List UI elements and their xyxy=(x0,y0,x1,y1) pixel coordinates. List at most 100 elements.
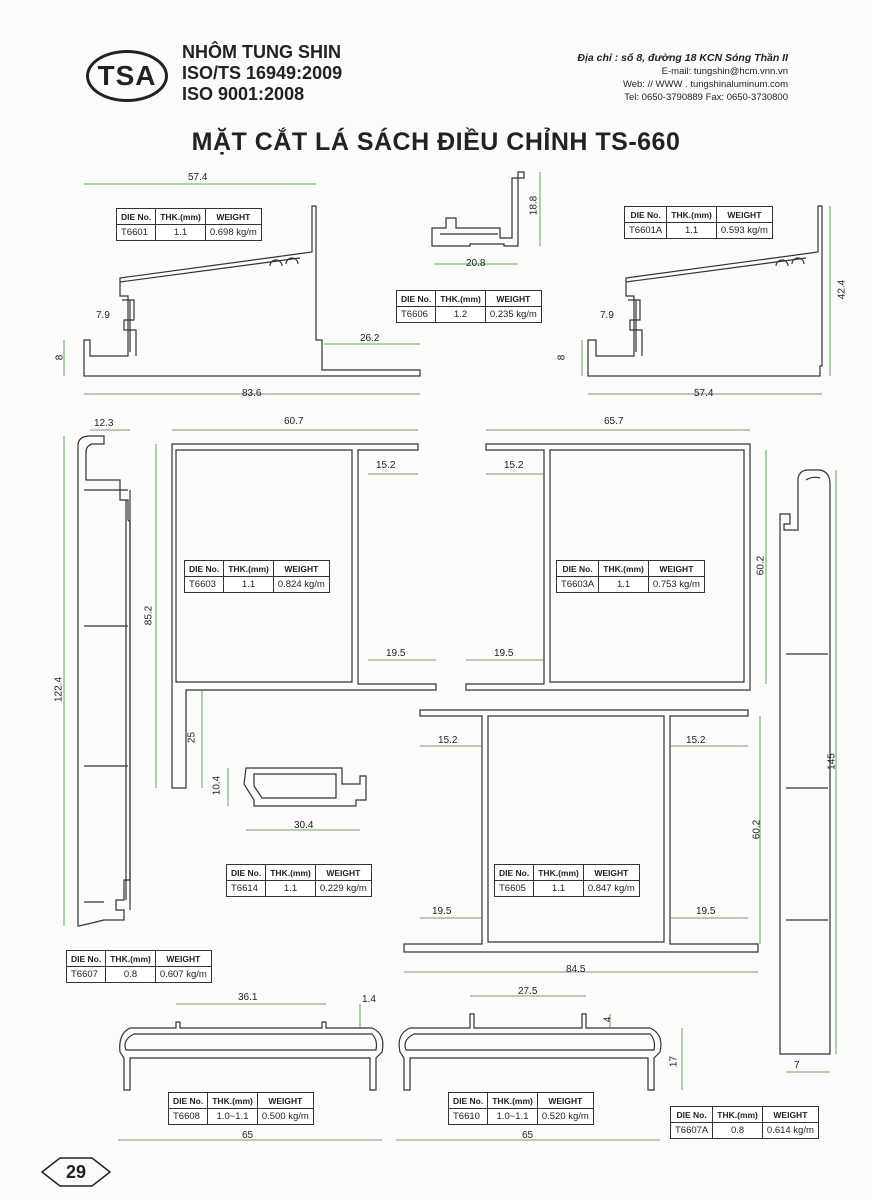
header-thk: THK.(mm) xyxy=(155,208,206,225)
dim-label: 57.4 xyxy=(694,388,714,399)
dim-label: 60.7 xyxy=(284,416,304,427)
header-thk: THK.(mm) xyxy=(487,1092,538,1109)
header-thk: THK.(mm) xyxy=(598,560,649,577)
header-weight: WEIGHT xyxy=(715,206,773,223)
header-die: DIE No. xyxy=(447,1092,489,1109)
logo-text: TSA xyxy=(97,60,157,91)
dim-label: 12.3 xyxy=(94,418,114,429)
dim-label: 65.7 xyxy=(604,416,624,427)
dim-label: 4 xyxy=(602,1016,614,1023)
dim-label: 1.4 xyxy=(362,994,376,1005)
brand-block: NHÔM TUNG SHIN ISO/TS 16949:2009 ISO 900… xyxy=(182,42,342,105)
header-thk: THK.(mm) xyxy=(105,950,156,967)
thk: 1.1 xyxy=(265,880,316,897)
header-thk: THK.(mm) xyxy=(207,1092,258,1109)
dim-label: 83.6 xyxy=(242,388,262,399)
weight: 0.500 kg/m xyxy=(256,1108,314,1125)
die-no: T6603A xyxy=(555,576,600,593)
page-number-diamond-icon xyxy=(40,1157,112,1187)
dim-label: 20.8 xyxy=(466,258,486,269)
thk: 0.8 xyxy=(712,1122,763,1139)
weight: 0.593 kg/m xyxy=(715,222,773,239)
page-number: 29 xyxy=(65,1162,87,1182)
phone-fax: Tel: 0650-3790889 Fax: 0650-3730800 xyxy=(624,92,788,103)
header-die: DIE No. xyxy=(65,950,107,967)
header-thk: THK.(mm) xyxy=(265,864,316,881)
profile-t6603a-drawing xyxy=(465,443,751,691)
header-die: DIE No. xyxy=(555,560,600,577)
website: Web: // WWW . tungshinaluminum.com xyxy=(622,79,788,90)
header-die: DIE No. xyxy=(115,208,157,225)
dim-label: 65 xyxy=(242,1130,254,1141)
profile-t6605-drawing xyxy=(403,709,759,953)
dim-label: 145 xyxy=(826,753,838,770)
die-no: T6608 xyxy=(167,1108,209,1125)
thk: 1.1 xyxy=(223,576,274,593)
header-weight: WEIGHT xyxy=(314,864,372,881)
header-weight: WEIGHT xyxy=(536,1092,594,1109)
page-number-badge: 29 xyxy=(40,1156,112,1188)
profile-t6608-drawing xyxy=(119,1021,384,1091)
weight: 0.698 kg/m xyxy=(204,224,262,241)
die-no: T6607A xyxy=(669,1122,714,1139)
header-thk: THK.(mm) xyxy=(435,290,486,307)
dim-label: 19.5 xyxy=(696,906,716,917)
die-no: T6606 xyxy=(395,306,437,323)
dim-label: 84.5 xyxy=(566,964,586,975)
weight: 0.614 kg/m xyxy=(761,1122,819,1139)
company-name: NHÔM TUNG SHIN xyxy=(182,42,341,62)
thk: 1.1 xyxy=(155,224,206,241)
dim-label: 57.4 xyxy=(188,172,208,183)
profile-t6607a-drawing xyxy=(779,469,831,1055)
dim-label: 60.2 xyxy=(755,555,767,576)
profile-t6601-drawing xyxy=(83,205,421,377)
header-die: DIE No. xyxy=(395,290,437,307)
header-die: DIE No. xyxy=(167,1092,209,1109)
die-no: T6605 xyxy=(493,880,535,897)
profile-t6610-drawing xyxy=(398,1013,662,1091)
profile-t6607-drawing xyxy=(77,435,131,927)
die-no: T6610 xyxy=(447,1108,489,1125)
tsa-logo: TSA xyxy=(86,50,168,102)
header-thk: THK.(mm) xyxy=(666,206,717,223)
die-no: T6601A xyxy=(623,222,668,239)
die-no: T6614 xyxy=(225,880,267,897)
header-weight: WEIGHT xyxy=(154,950,212,967)
email: E-mail: tungshin@hcm.vnn.vn xyxy=(661,66,788,77)
weight: 0.520 kg/m xyxy=(536,1108,594,1125)
header-weight: WEIGHT xyxy=(582,864,640,881)
cert-iso-9001: ISO 9001:2008 xyxy=(182,84,305,104)
dim-label: 15.2 xyxy=(686,735,706,746)
dim-label: 60.2 xyxy=(751,819,763,840)
header-weight: WEIGHT xyxy=(256,1092,314,1109)
dim-label: 8 xyxy=(54,354,66,361)
dim-label: 19.5 xyxy=(432,906,452,917)
dim-label: 7 xyxy=(794,1060,800,1071)
header-die: DIE No. xyxy=(225,864,267,881)
page-title: MẶT CẮT LÁ SÁCH ĐIỀU CHỈNH TS-660 xyxy=(191,128,681,156)
dim-label: 7.9 xyxy=(600,310,614,321)
thk: 1.0~1.1 xyxy=(207,1108,258,1125)
header-die: DIE No. xyxy=(623,206,668,223)
profile-t6603-drawing xyxy=(171,443,437,789)
dim-label: 36.1 xyxy=(238,992,258,1003)
weight: 0.824 kg/m xyxy=(272,576,330,593)
dim-label: 122.4 xyxy=(53,676,65,703)
thk: 1.1 xyxy=(598,576,649,593)
profile-t6601a-drawing xyxy=(587,205,823,377)
weight: 0.753 kg/m xyxy=(647,576,705,593)
header-die: DIE No. xyxy=(669,1106,714,1123)
dim-label: 8 xyxy=(556,354,568,361)
header-thk: THK.(mm) xyxy=(533,864,584,881)
dim-label: 65 xyxy=(522,1130,534,1141)
dim-label: 18.8 xyxy=(528,195,540,216)
